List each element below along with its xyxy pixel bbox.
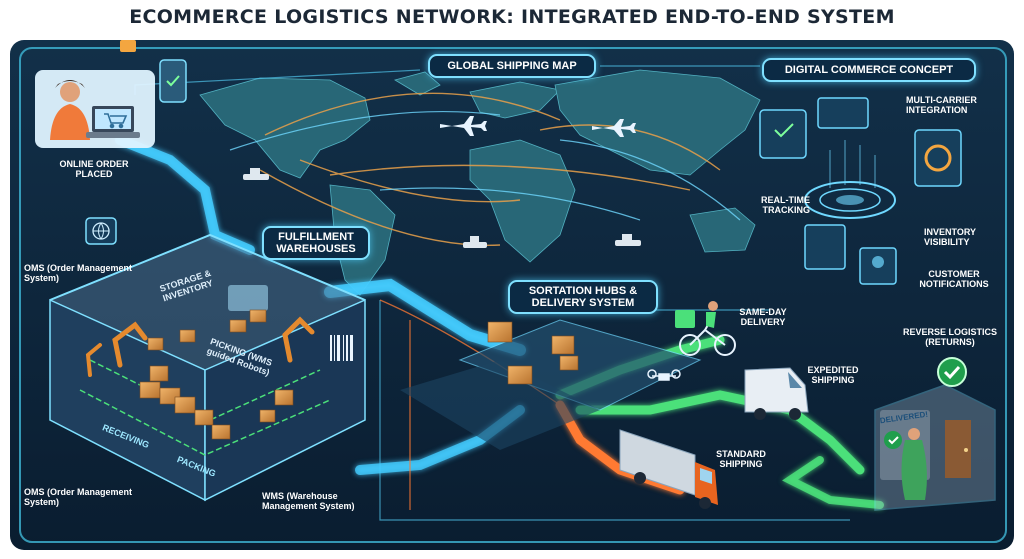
van-icon: [744, 367, 809, 420]
check-icon: [884, 431, 902, 449]
online-order-scene: [35, 40, 187, 148]
expedited-label: EXPEDITED SHIPPING: [807, 365, 859, 385]
ship-icon: [243, 168, 269, 180]
fulfillment-heading: FULFILLMENT WAREHOUSES: [262, 226, 370, 260]
box-icon: [139, 309, 294, 440]
robot-arm-icon: [282, 316, 315, 363]
airplane-icon: [440, 116, 487, 136]
inventory-visibility-label: INVENTORY VISIBILITY: [924, 227, 976, 247]
ship-icon: [615, 234, 641, 246]
airplane-icon: [592, 119, 636, 137]
digital-commerce-hub: [759, 97, 962, 285]
box-icon: [487, 321, 579, 385]
standard-label: STANDARD SHIPPING: [716, 449, 766, 469]
panel-border: [19, 47, 1007, 543]
digital-commerce-heading: DIGITAL COMMERCE CONCEPT: [762, 58, 976, 82]
sortation-hub: [400, 319, 702, 450]
africa: [469, 139, 576, 263]
robot-arm-icon: [85, 343, 102, 377]
globe-icon: [85, 217, 117, 245]
oms-bottom-label: OMS (Order Management System): [24, 487, 133, 507]
north-america: [199, 77, 371, 179]
wms-label: WMS (Warehouse Management System): [262, 491, 355, 511]
customer-notifications-label: CUSTOMER NOTIFICATIONS: [919, 269, 989, 289]
reverse-logistics-label: REVERSE LOGISTICS (RETURNS): [902, 327, 998, 347]
delivered-scene: [874, 384, 996, 511]
same-day-label: SAME-DAY DELIVERY: [739, 307, 787, 327]
truck-icon: [619, 429, 718, 509]
multi-carrier-label: MULTI-CARRIER INTEGRATION: [906, 95, 977, 115]
online-order-label: ONLINE ORDER PLACED: [59, 159, 129, 179]
drone-icon: [647, 369, 681, 381]
laptop-icon: [86, 106, 140, 138]
ship-icon: [463, 236, 487, 248]
global-map-heading: GLOBAL SHIPPING MAP: [428, 54, 596, 78]
page-title: ECOMMERCE LOGISTICS NETWORK: INTEGRATED …: [129, 6, 895, 28]
oms-top-label: OMS (Order Management System): [24, 263, 133, 283]
europe: [469, 81, 561, 119]
door-icon: [945, 420, 971, 478]
cart-icon: [104, 113, 128, 129]
check-icon: [937, 357, 967, 387]
greenland: [393, 71, 441, 96]
robot-arm-icon: [112, 321, 148, 368]
sortation-heading: SORTATION HUBS & DELIVERY SYSTEM: [508, 280, 658, 314]
asia: [554, 69, 761, 176]
realtime-label: REAL-TIME TRACKING: [761, 195, 810, 215]
bicycle-courier-icon: [675, 301, 736, 356]
